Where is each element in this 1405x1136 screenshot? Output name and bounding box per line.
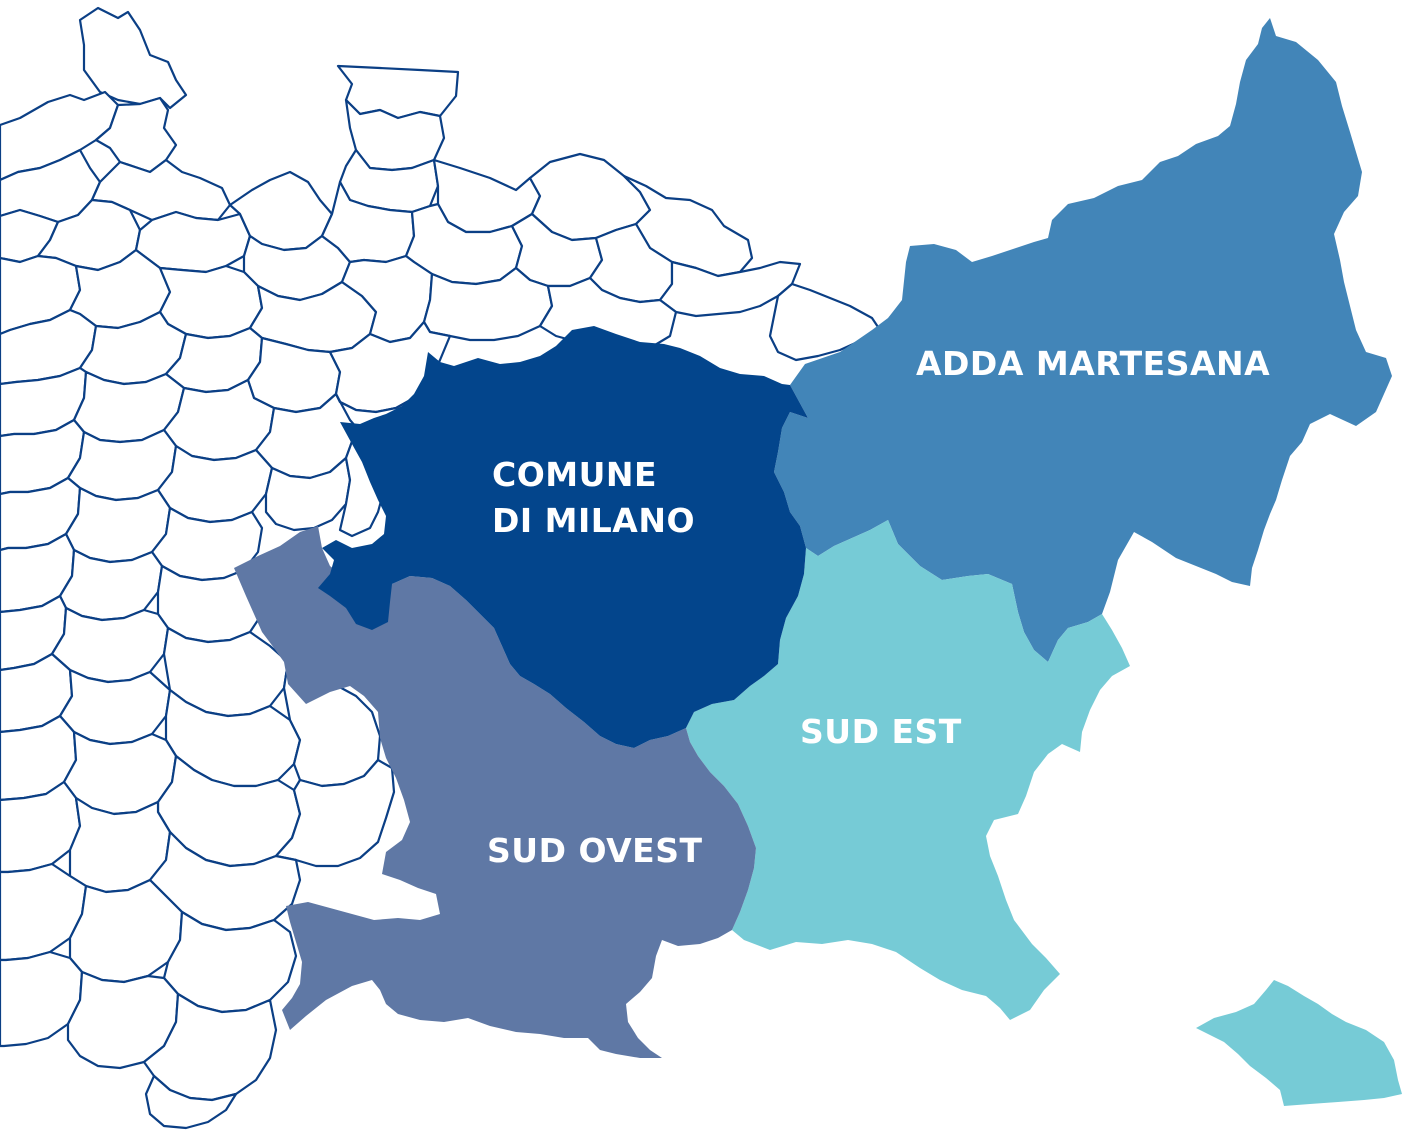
label-comune-di-milano-line2: DI MILANO: [492, 501, 695, 540]
zone-adda-martesana[interactable]: [774, 18, 1392, 662]
municipality-outline: [264, 456, 352, 532]
zone-sud-ovest[interactable]: [234, 526, 756, 1058]
zone-labels: COMUNE DI MILANO ADDA MARTESANA SUD EST …: [487, 344, 1270, 870]
zone-sud-est[interactable]: [686, 520, 1130, 1020]
zones: [234, 18, 1402, 1106]
municipality-outline: [144, 1074, 238, 1130]
label-sud-est: SUD EST: [800, 712, 962, 751]
label-comune-di-milano-line1: COMUNE: [492, 455, 657, 494]
municipality-outline: [274, 758, 396, 868]
zone-comune-di-milano[interactable]: [318, 326, 808, 748]
zone-sud-est-exclave[interactable]: [1196, 980, 1402, 1106]
label-sud-ovest: SUD OVEST: [487, 831, 702, 870]
municipality-outline: [78, 6, 188, 110]
municipality-outline: [68, 878, 184, 984]
label-adda-martesana: ADDA MARTESANA: [916, 344, 1270, 383]
